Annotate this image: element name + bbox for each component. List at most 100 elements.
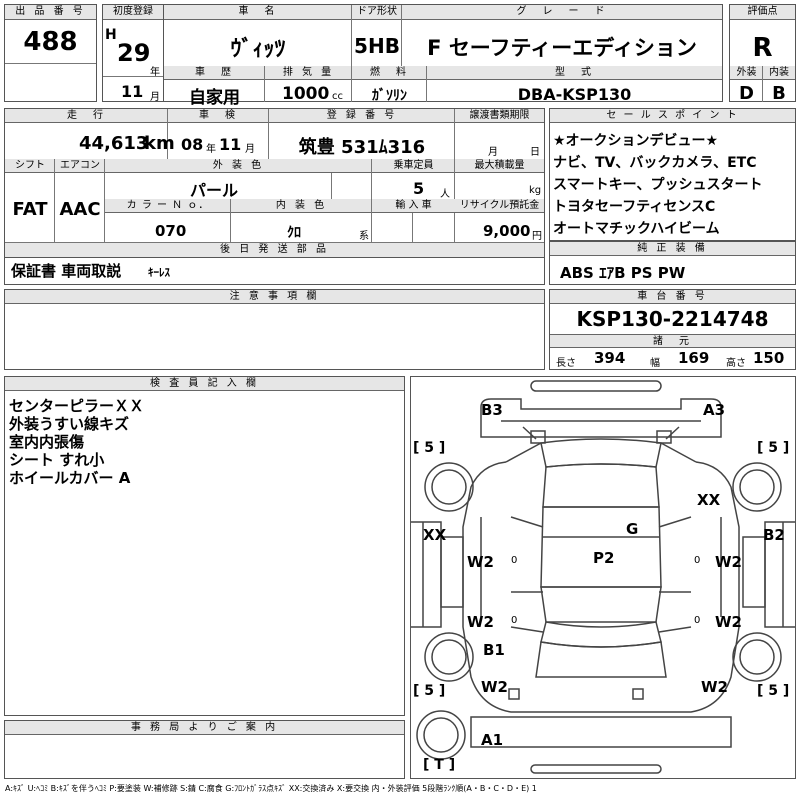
sales-point-1: ★オークションデビュー★ <box>553 133 719 149</box>
zero-1: 0 <box>511 555 518 566</box>
tire-right-top: [ 5 ] <box>757 440 790 456</box>
later-parts-box: 保証書 車両取説 ｷｰﾚｽ <box>4 256 545 285</box>
mark-w2-3: W2 <box>467 613 494 631</box>
exterior-grade-header: 外装 <box>730 66 763 80</box>
notes-header: 注 意 事 項 欄 <box>5 290 544 304</box>
width: 169 <box>678 349 710 367</box>
first-reg-header: 初度登録 <box>103 5 163 20</box>
era: H <box>105 27 117 43</box>
equipment-header: 純 正 装 備 <box>550 242 795 256</box>
zero-4: 0 <box>694 615 701 626</box>
plate: 筑豊 531ﾑ316 <box>298 137 426 158</box>
sales-points-box: セ ー ル ス ポ イ ン ト ★オークションデビュー★ ナビ、TV、バックカメ… <box>549 108 796 241</box>
inspector-line-5: ホイールカバー A <box>9 469 131 487</box>
chassis-header: 車 台 番 号 <box>550 290 795 304</box>
recycle-unit: 円 <box>532 231 542 242</box>
tire-left-top: [ 5 ] <box>413 440 446 456</box>
plate-header: 登 録 番 号 <box>269 109 455 123</box>
aircon-header: エアコン <box>55 159 105 173</box>
mark-p2: P2 <box>593 549 615 567</box>
fuel-header: 燃 料 <box>352 66 427 80</box>
import-header: 輸 入 車 <box>372 199 455 213</box>
inspection-header: 車 検 <box>168 109 269 123</box>
ext-color-header: 外 装 色 <box>105 159 372 173</box>
mileage-unit: km <box>144 133 175 154</box>
notes-box: 注 意 事 項 欄 <box>4 289 545 370</box>
office-box: 事 務 局 よ り ご 案 内 <box>4 720 405 779</box>
history: 自家用 <box>189 88 240 108</box>
capacity: 5 <box>413 179 425 198</box>
inspection-year: 08 <box>181 135 204 154</box>
door-header: ドア形状 <box>352 5 402 20</box>
sales-point-2: ナビ、TV、バックカメラ、ETC <box>553 155 757 171</box>
transfer-header: 譲渡書類期限 <box>455 109 544 123</box>
legend: A:ｷｽﾞ U:ﾍｺﾐ B:ｷｽﾞを伴うﾍｺﾐ P:要塗装 W:補修跡 S:錆 … <box>5 784 537 793</box>
inspector-line-1: センターピラーＸＸ <box>9 397 145 415</box>
mark-b3: B3 <box>481 401 503 419</box>
int-color-unit: 系 <box>359 231 369 242</box>
grade-header: グ レ ー ド <box>402 5 722 20</box>
zero-3: 0 <box>511 615 518 626</box>
mark-w2-2: W2 <box>715 553 742 571</box>
later-parts-header: 後 日 発 送 部 品 <box>5 243 544 257</box>
capacity-unit: 人 <box>440 189 450 200</box>
shift-header: シフト <box>5 159 55 173</box>
width-label: 幅 <box>650 358 660 369</box>
spec-header: 諸 元 <box>550 334 795 348</box>
height-label: 高さ <box>726 358 746 369</box>
equipment-value: ABS ｴｱB PS PW <box>560 264 686 282</box>
mark-xx-left: XX <box>423 526 447 544</box>
model: DBA-KSP130 <box>517 85 632 104</box>
tire-left-bottom: [ 5 ] <box>413 683 446 699</box>
mark-a1: A1 <box>481 731 504 749</box>
spare-tire: [ T ] <box>423 757 456 773</box>
displacement-unit: cc <box>332 91 343 102</box>
transfer-month: 月 <box>488 147 498 158</box>
sales-points-header: セ ー ル ス ポ イ ン ト <box>550 109 795 123</box>
lot-box: 出 品 番 号 488 <box>4 4 97 102</box>
later-parts-main: 保証書 車両取説 <box>11 262 122 280</box>
mileage: 44,613 <box>79 133 149 154</box>
first-reg-box: 初度登録 H 29 年 11 月 <box>102 4 164 103</box>
equipment-box: 純 正 装 備 ABS ｴｱB PS PW <box>549 241 796 285</box>
score-box: 評価点 R 外装 内装 D B <box>729 4 796 104</box>
score: R <box>752 33 773 63</box>
mark-b1: B1 <box>483 641 505 659</box>
tire-right-bottom: [ 5 ] <box>757 683 790 699</box>
mark-b2: B2 <box>763 526 785 544</box>
door-type: 5HB <box>354 34 400 58</box>
sales-point-4: トヨタセーフティセンスC <box>553 199 716 215</box>
month-unit: 月 <box>150 92 160 103</box>
mark-xx-right: XX <box>697 491 721 509</box>
color-no-header: カ ラ ー Ｎ ｏ． <box>105 199 231 213</box>
car-outline <box>411 380 795 774</box>
score-header: 評価点 <box>730 5 795 20</box>
interior-grade-header: 内装 <box>763 66 795 80</box>
inspection-month: 11 <box>219 135 242 154</box>
displacement: 1000 <box>282 84 330 104</box>
interior-grade: B <box>772 83 786 104</box>
height: 150 <box>753 349 785 367</box>
exterior-grade: D <box>739 83 754 104</box>
mark-a3: A3 <box>703 401 726 419</box>
mark-w2-1: W2 <box>467 553 494 571</box>
damage-diagram: B3 A3 XX G XX B2 P2 W2 W2 W2 W2 B1 W2 W2… <box>410 376 796 779</box>
transfer-day: 日 <box>530 147 540 158</box>
int-color-header: 内 装 色 <box>231 199 372 213</box>
inspector-header: 検 査 員 記 入 欄 <box>5 377 404 391</box>
lot-header: 出 品 番 号 <box>5 5 96 20</box>
int-color: ｸﾛ <box>287 225 301 241</box>
lot-number: 488 <box>23 27 78 57</box>
mark-w2-5: W2 <box>481 678 508 696</box>
inspector-box: 検 査 員 記 入 欄 センターピラーＸＸ 外装うすい線キズ 室内内張傷 シート… <box>4 376 405 716</box>
length-label: 長さ <box>556 358 576 369</box>
office-header: 事 務 局 よ り ご 案 内 <box>5 721 404 735</box>
car-name: ｳﾞｨｯﾂ <box>230 37 286 62</box>
inspector-line-4: シート すれ小 <box>9 451 105 469</box>
aircon: AAC <box>59 199 101 220</box>
chassis-box: 車 台 番 号 KSP130-2214748 諸 元 長さ 394 幅 169 … <box>549 289 796 370</box>
mileage-header: 走 行 <box>5 109 168 123</box>
first-reg-year: 29 <box>117 39 151 67</box>
capacity-header: 乗車定員 <box>372 159 455 173</box>
history-header: 車 歴 <box>164 66 265 80</box>
